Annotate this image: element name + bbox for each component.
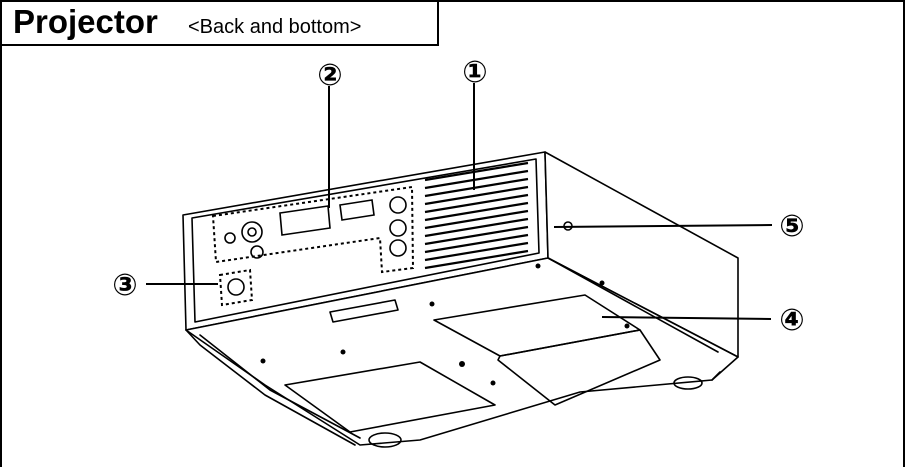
- leader-lines: [146, 83, 773, 320]
- exhaust-vent: [424, 161, 529, 270]
- terminal-panel: [211, 185, 415, 274]
- power-socket: [227, 278, 245, 296]
- base-rim: [185, 329, 721, 446]
- screws: [260, 263, 630, 386]
- header-rule: [2, 0, 905, 2]
- base-edge: [199, 257, 719, 439]
- terminal-connectors: [224, 196, 407, 259]
- figure-header: Projector <Back and bottom>: [2, 0, 905, 48]
- lamp-cover-lower: [497, 329, 661, 406]
- front-foot: [368, 432, 402, 448]
- rear-tab: [329, 299, 399, 323]
- power-inlet: [218, 268, 254, 307]
- figure-title: Projector: [13, 3, 158, 40]
- callout-5: ⑤: [779, 209, 804, 244]
- rear-foot: [673, 376, 703, 390]
- rear-face-inner: [191, 158, 540, 323]
- callout-1: ①: [462, 55, 487, 90]
- title-box: Projector <Back and bottom>: [2, 0, 439, 46]
- figure-subtitle: <Back and bottom>: [188, 16, 362, 38]
- bottom-plate: [284, 361, 496, 433]
- callout-3: ③: [112, 268, 137, 303]
- callout-2: ②: [317, 58, 342, 93]
- callout-4: ④: [779, 303, 804, 338]
